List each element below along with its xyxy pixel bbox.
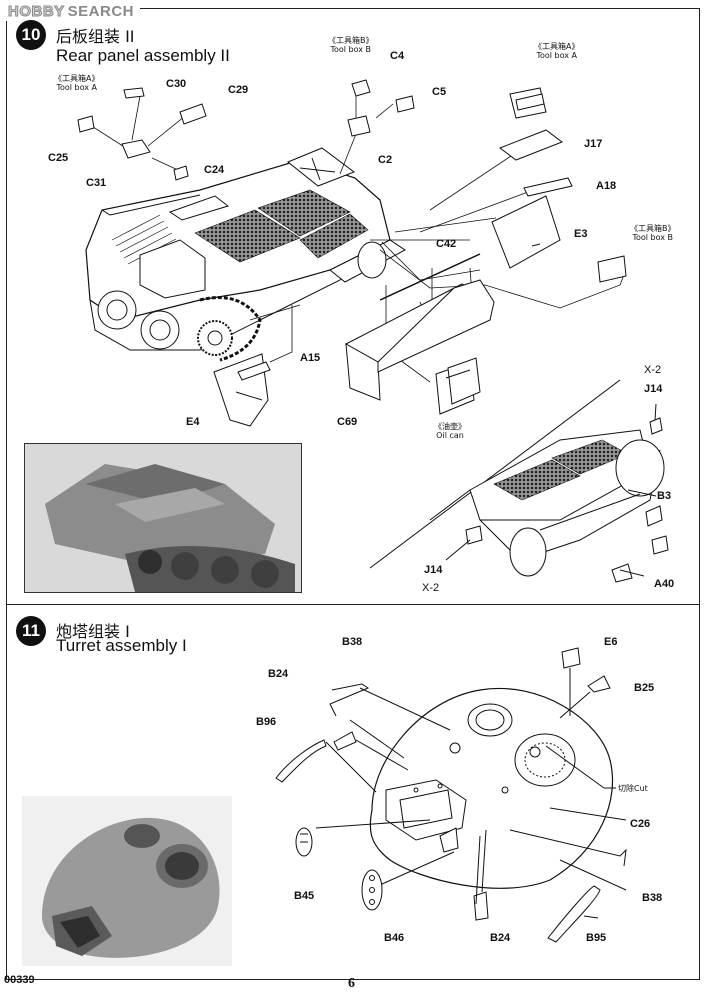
inset-hull-rear bbox=[369, 379, 669, 583]
part-label-b38-top: B38 bbox=[342, 636, 363, 648]
toolbox-a-caption-left: 《工具箱A》 Tool box A bbox=[54, 74, 99, 92]
product-code: 00339 bbox=[4, 974, 35, 986]
turret-photo-art bbox=[22, 796, 232, 966]
step-10-title-cn: 后板组装 II bbox=[56, 27, 135, 46]
part-label-b3: B3 bbox=[657, 490, 672, 502]
toolbox-a-en-right: Tool box A bbox=[536, 51, 578, 60]
page-frame bbox=[6, 8, 700, 980]
step-10-title-en: Rear panel assembly II bbox=[56, 46, 230, 65]
part-label-x2-top: X-2 bbox=[644, 364, 662, 376]
part-label-b45: B45 bbox=[294, 890, 315, 902]
part-label-j14-bottom: J14 bbox=[424, 564, 443, 576]
watermark-logo: HOBBY SEARCH bbox=[2, 1, 141, 21]
step-11-title-cn: 炮塔组装 I bbox=[56, 622, 130, 641]
small-parts-10 bbox=[77, 79, 627, 427]
part-label-c24: C24 bbox=[204, 164, 225, 176]
toolbox-b-caption-right: 《工具箱B》 Tool box B bbox=[630, 224, 676, 242]
part-label-b24-bottom: B24 bbox=[490, 932, 511, 944]
toolbox-b-cn-top: 《工具箱B》 bbox=[328, 36, 374, 45]
part-label-b95: B95 bbox=[586, 932, 607, 944]
part-label-b38-right: B38 bbox=[642, 892, 663, 904]
step-11-title-en: Turret assembly I bbox=[56, 636, 187, 655]
part-label-b24-top: B24 bbox=[268, 668, 289, 680]
part-label-e4: E4 bbox=[186, 416, 200, 428]
hull-body bbox=[85, 147, 406, 362]
part-label-j14-top: J14 bbox=[644, 383, 663, 395]
c69-rear-plate bbox=[344, 253, 495, 415]
toolbox-a-cn-right: 《工具箱A》 bbox=[534, 42, 580, 51]
toolbox-a-en-left: Tool box A bbox=[56, 83, 98, 92]
toolbox-b-cn-right: 《工具箱B》 bbox=[630, 224, 676, 233]
cut-note: 切除Cut bbox=[618, 784, 648, 793]
oil-can-cn: 《油壶》 bbox=[434, 422, 466, 431]
part-label-b46: B46 bbox=[384, 932, 405, 944]
part-label-a40: A40 bbox=[654, 578, 675, 590]
part-label-c26: C26 bbox=[630, 818, 651, 830]
part-label-e6: E6 bbox=[604, 636, 618, 648]
part-label-c5: C5 bbox=[432, 86, 447, 98]
part-label-c69: C69 bbox=[337, 416, 358, 428]
part-label-b25: B25 bbox=[634, 682, 655, 694]
part-label-a15: A15 bbox=[300, 352, 321, 364]
toolbox-b-en-top: Tool box B bbox=[330, 45, 372, 54]
part-label-j17: J17 bbox=[584, 138, 603, 150]
turret-photo bbox=[22, 796, 232, 966]
part-label-c31: C31 bbox=[86, 177, 107, 189]
part-label-x2-bottom: X-2 bbox=[422, 582, 440, 594]
page-number: 6 bbox=[348, 976, 355, 991]
toolbox-a-cn-left: 《工具箱A》 bbox=[54, 74, 100, 83]
part-label-c4: C4 bbox=[390, 50, 405, 62]
part-label-a18: A18 bbox=[596, 180, 617, 192]
watermark-suffix: SEARCH bbox=[67, 2, 135, 20]
rear-hull-photo-art bbox=[25, 444, 301, 592]
turret-diagram bbox=[275, 647, 627, 943]
part-label-c42: C42 bbox=[436, 238, 457, 250]
part-label-c29: C29 bbox=[228, 84, 249, 96]
part-label-c2: C2 bbox=[378, 154, 393, 166]
step-11-badge: 11 bbox=[16, 616, 46, 646]
rear-hull-photo bbox=[24, 443, 302, 593]
section-divider bbox=[6, 604, 700, 605]
part-label-c30: C30 bbox=[166, 78, 187, 90]
watermark-brand: HOBBY bbox=[8, 2, 65, 20]
toolbox-b-en-right: Tool box B bbox=[632, 233, 674, 242]
part-label-b96: B96 bbox=[256, 716, 277, 728]
oil-can-en: Oil can bbox=[436, 431, 464, 440]
step-10-badge: 10 bbox=[16, 20, 46, 50]
part-label-c25: C25 bbox=[48, 152, 69, 164]
oil-can-caption: 《油壶》 Oil can bbox=[434, 422, 466, 440]
toolbox-b-caption-top: 《工具箱B》 Tool box B bbox=[328, 36, 374, 54]
toolbox-a-caption-right: 《工具箱A》 Tool box A bbox=[534, 42, 579, 60]
part-label-e3: E3 bbox=[574, 228, 588, 240]
